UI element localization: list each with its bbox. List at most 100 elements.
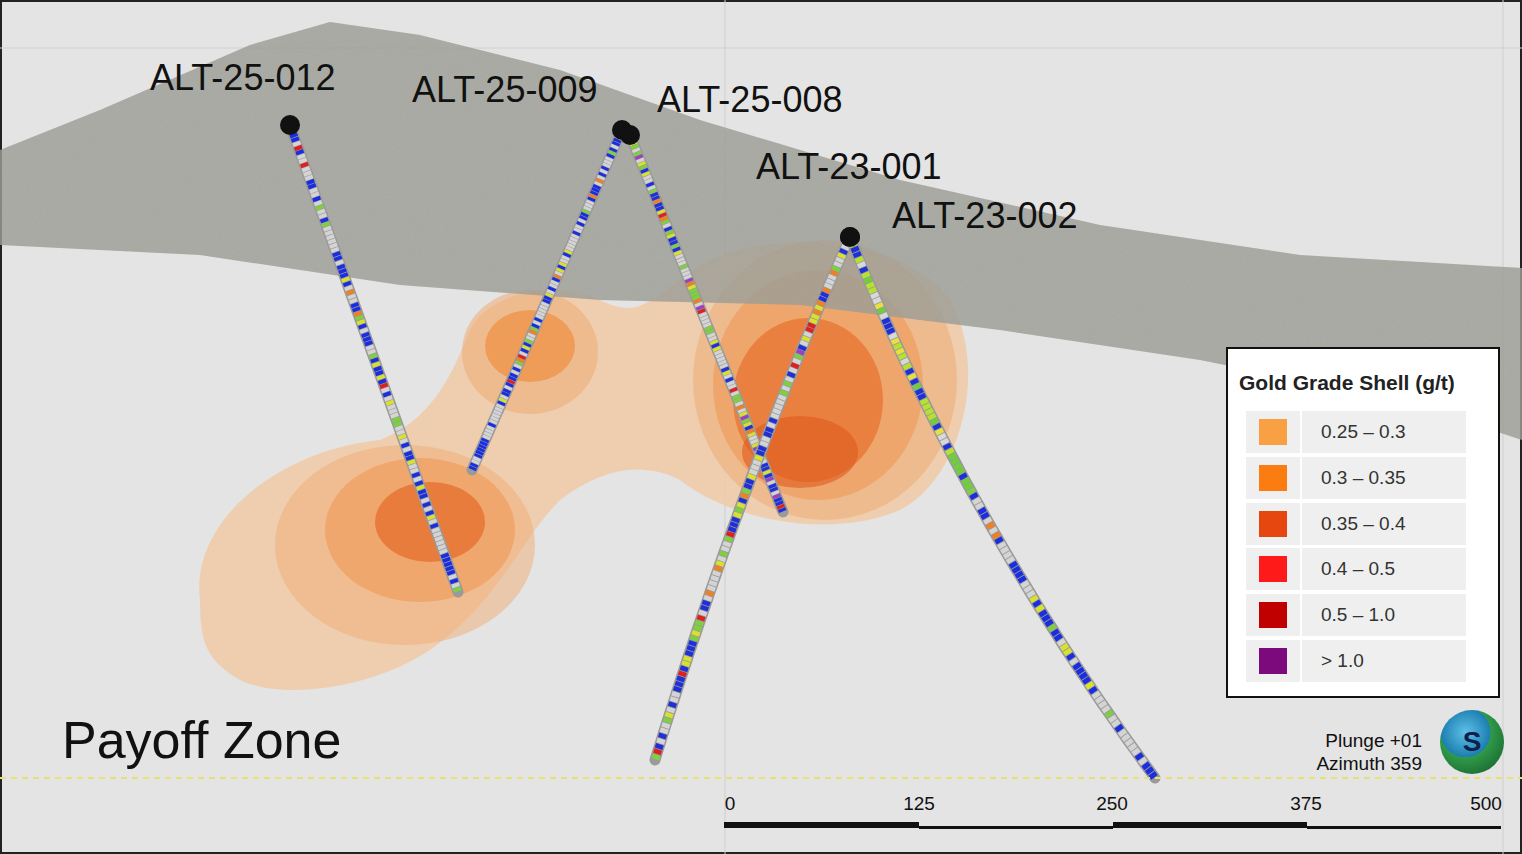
assay-interval bbox=[809, 328, 811, 332]
assay-interval bbox=[752, 437, 753, 440]
assay-interval bbox=[1012, 563, 1014, 567]
assay-interval bbox=[592, 195, 593, 198]
assay-interval bbox=[753, 470, 755, 474]
assay-interval bbox=[747, 423, 748, 426]
assay-interval bbox=[754, 465, 756, 469]
assay-interval bbox=[779, 502, 780, 505]
assay-interval bbox=[954, 459, 956, 463]
assay-interval bbox=[687, 276, 688, 279]
assay-interval bbox=[394, 414, 395, 418]
assay-interval bbox=[1024, 582, 1027, 586]
assay-interval bbox=[301, 155, 302, 159]
assay-interval bbox=[936, 425, 938, 429]
assay-interval bbox=[715, 344, 716, 347]
assay-interval bbox=[502, 399, 503, 402]
assay-interval bbox=[666, 224, 667, 227]
assay-interval bbox=[296, 142, 297, 146]
assay-interval bbox=[497, 411, 498, 414]
assay-interval bbox=[865, 273, 867, 277]
assay-interval bbox=[418, 482, 419, 486]
assay-interval bbox=[1042, 611, 1045, 615]
assay-interval bbox=[1134, 750, 1137, 754]
assay-interval bbox=[796, 359, 798, 363]
assay-interval bbox=[883, 314, 885, 318]
shape bbox=[325, 458, 515, 602]
assay-interval bbox=[351, 295, 352, 299]
assay-interval bbox=[733, 523, 734, 527]
assay-interval bbox=[733, 389, 734, 392]
assay-interval bbox=[764, 464, 765, 467]
assay-interval bbox=[768, 474, 769, 477]
assay-interval bbox=[719, 562, 720, 566]
assay-interval bbox=[446, 558, 447, 562]
scale-bar bbox=[724, 822, 1501, 829]
shape bbox=[742, 416, 858, 488]
assay-interval bbox=[690, 646, 691, 650]
assay-interval bbox=[1079, 669, 1082, 673]
legend-swatch bbox=[1259, 648, 1287, 674]
assay-interval bbox=[474, 464, 475, 467]
assay-interval bbox=[482, 445, 483, 448]
legend-text: 0.5 – 1.0 bbox=[1321, 604, 1395, 626]
legend-row: 0.4 – 0.5 bbox=[1246, 548, 1466, 591]
assay-interval bbox=[322, 214, 323, 218]
assay-interval bbox=[698, 303, 699, 306]
assay-interval bbox=[606, 164, 607, 167]
assay-interval bbox=[327, 227, 328, 231]
assay-interval bbox=[617, 139, 618, 142]
assay-interval bbox=[330, 235, 331, 239]
assay-interval bbox=[613, 149, 614, 152]
assay-interval bbox=[699, 621, 700, 625]
assay-interval bbox=[707, 596, 708, 600]
assay-interval bbox=[643, 166, 644, 169]
shape bbox=[485, 310, 575, 382]
assay-interval bbox=[544, 303, 545, 306]
assay-interval bbox=[444, 554, 445, 558]
assay-interval bbox=[659, 207, 660, 210]
assay-interval bbox=[670, 708, 671, 712]
legend-text: > 1.0 bbox=[1321, 650, 1364, 672]
assay-interval bbox=[735, 518, 736, 522]
assay-interval bbox=[1088, 683, 1091, 687]
assay-interval bbox=[724, 547, 725, 551]
assay-interval bbox=[981, 509, 983, 513]
assay-interval bbox=[716, 347, 717, 350]
assay-interval bbox=[432, 520, 433, 524]
assay-interval bbox=[580, 223, 581, 226]
assay-interval bbox=[386, 392, 387, 396]
assay-interval bbox=[863, 268, 865, 272]
assay-interval bbox=[692, 641, 693, 645]
assay-interval bbox=[673, 697, 674, 701]
assay-interval bbox=[558, 272, 559, 275]
assay-interval bbox=[774, 414, 776, 418]
assay-interval bbox=[585, 210, 586, 213]
assay-interval bbox=[514, 371, 515, 374]
assay-interval bbox=[423, 494, 424, 498]
assay-interval bbox=[491, 424, 492, 427]
assay-interval bbox=[599, 179, 600, 182]
assay-interval bbox=[728, 537, 729, 541]
assay-interval bbox=[880, 309, 882, 313]
assay-interval bbox=[1009, 558, 1011, 562]
assay-interval bbox=[652, 190, 653, 193]
assay-interval bbox=[339, 261, 340, 265]
assay-interval bbox=[382, 380, 383, 384]
assay-interval bbox=[538, 319, 539, 322]
assay-interval bbox=[712, 581, 713, 585]
assay-interval bbox=[1033, 597, 1036, 601]
assay-interval bbox=[887, 324, 889, 328]
assay-interval bbox=[769, 478, 770, 481]
assay-interval bbox=[505, 393, 506, 396]
assay-interval bbox=[787, 382, 789, 386]
assay-interval bbox=[776, 495, 777, 498]
assay-interval bbox=[776, 409, 778, 413]
legend-row: 0.5 – 1.0 bbox=[1246, 594, 1466, 637]
assay-interval bbox=[584, 213, 585, 216]
assay-interval bbox=[1076, 664, 1079, 668]
assay-interval bbox=[693, 289, 694, 292]
assay-interval bbox=[841, 254, 843, 258]
assay-interval bbox=[450, 571, 451, 575]
assay-interval bbox=[663, 729, 664, 733]
scale-number: 375 bbox=[1290, 794, 1322, 815]
assay-interval bbox=[506, 390, 507, 393]
